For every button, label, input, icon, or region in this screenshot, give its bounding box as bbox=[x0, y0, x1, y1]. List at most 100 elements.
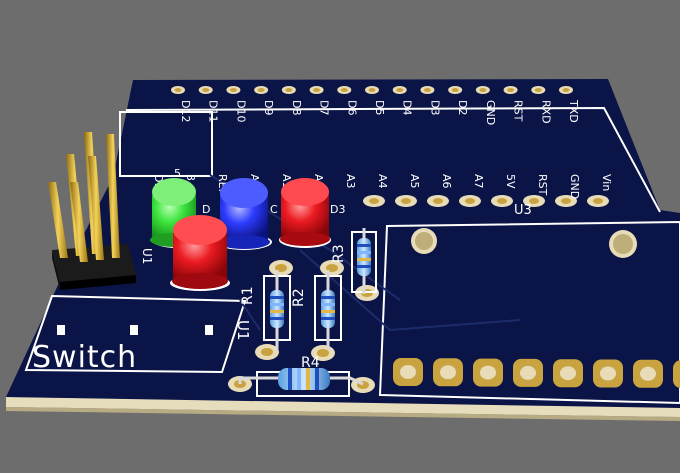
header-pad-hole bbox=[451, 88, 459, 92]
resistor-band bbox=[357, 265, 371, 268]
resistor-band bbox=[270, 317, 284, 320]
header-pad-hole bbox=[423, 88, 431, 92]
led-hidden-label-2: D bbox=[202, 203, 210, 216]
top-pin-label: RXD bbox=[539, 100, 552, 124]
resistor-band bbox=[270, 296, 284, 299]
u3-pad-hole bbox=[600, 366, 616, 381]
header-pad-hole bbox=[202, 88, 210, 92]
u3-pad-hole bbox=[520, 365, 536, 380]
top-header-labels: D12 D11 D10 D9 D8 D7 D6 D5 D4 D3 D2 GND RST RXD TXD bbox=[179, 99, 580, 125]
u3-pad-hole bbox=[480, 365, 496, 380]
led-red-left bbox=[172, 215, 228, 289]
header-pad-hole bbox=[497, 198, 507, 204]
top-pin-label: D12 bbox=[179, 100, 192, 122]
u3-pin-pads bbox=[393, 358, 680, 389]
top-pin-label: D5 bbox=[373, 100, 386, 115]
header-pad-hole bbox=[174, 88, 182, 92]
header-pad-hole bbox=[562, 88, 570, 92]
led-hidden-label-4: D3 bbox=[330, 203, 345, 216]
pcb-board bbox=[6, 79, 680, 408]
resistor-r3 bbox=[351, 228, 377, 294]
u1-label: U1 bbox=[140, 248, 154, 264]
u3-pad-hole bbox=[640, 366, 656, 381]
resistor-band bbox=[288, 368, 292, 390]
top-pin-label: D9 bbox=[262, 100, 275, 115]
u3-pad bbox=[673, 360, 680, 389]
mid-pin-label: A7 bbox=[472, 174, 485, 189]
header-pad-hole bbox=[561, 198, 571, 204]
header-pad-hole bbox=[401, 198, 411, 204]
header-pad-hole bbox=[313, 88, 321, 92]
header-pad-hole bbox=[396, 88, 404, 92]
top-pin-label: D8 bbox=[290, 100, 303, 115]
header-pad-hole bbox=[229, 88, 237, 92]
mid-pin-label: A6 bbox=[440, 174, 453, 189]
resistor-band bbox=[321, 310, 335, 313]
led-red-right bbox=[280, 178, 330, 246]
board-edge-shade bbox=[6, 407, 680, 421]
top-header-pads bbox=[171, 86, 573, 94]
u3-pad-hole bbox=[440, 365, 456, 380]
header-pin bbox=[88, 156, 104, 260]
top-pin-label: D10 bbox=[234, 100, 247, 122]
board-edge bbox=[6, 397, 680, 417]
mid-pin-label: A bbox=[248, 174, 261, 182]
header-pad-hole bbox=[593, 198, 603, 204]
top-pin-label: D4 bbox=[401, 100, 414, 115]
resistor-band bbox=[357, 244, 371, 247]
u3-pad-hole bbox=[560, 366, 576, 381]
top-pin-label: D6 bbox=[345, 100, 358, 115]
top-pin-label: D7 bbox=[318, 100, 331, 115]
u3-mount-hole-right-inner bbox=[613, 234, 633, 254]
mid-header-pads bbox=[363, 195, 609, 207]
top-pin-label: D3 bbox=[428, 100, 441, 115]
header-pad-hole bbox=[529, 198, 539, 204]
resistor-band bbox=[321, 296, 335, 299]
u3-pad-hole bbox=[400, 365, 416, 379]
header-pad-hole bbox=[368, 88, 376, 92]
led-hidden-label-1: 5 bbox=[174, 167, 181, 180]
resistor-r2 bbox=[314, 270, 342, 350]
resistor-band bbox=[297, 368, 301, 390]
silk-outline-top bbox=[125, 106, 661, 213]
mid-pin-label: Vin bbox=[600, 174, 613, 191]
mid-pin-label: A3 bbox=[344, 174, 357, 189]
r2-label: R2 bbox=[291, 288, 307, 307]
header-pad-hole bbox=[340, 88, 348, 92]
resistor-band bbox=[357, 251, 371, 254]
top-pin-label: GND bbox=[484, 100, 497, 125]
header-pin bbox=[70, 182, 88, 262]
resistor-r1 bbox=[263, 270, 291, 350]
u3-label: U3 bbox=[514, 203, 532, 218]
mid-pin-label: RST bbox=[536, 174, 549, 196]
r3-label: R3 bbox=[331, 244, 347, 263]
resistor-band bbox=[321, 317, 335, 320]
pin-header-6pin bbox=[48, 132, 136, 290]
header-pad-hole bbox=[465, 198, 475, 204]
header-pad-hole bbox=[507, 88, 515, 92]
led-hidden-label-3: C bbox=[270, 203, 278, 216]
mid-pin-label: GND bbox=[568, 174, 581, 199]
top-pin-label: D2 bbox=[456, 100, 469, 115]
u3-module-outline bbox=[378, 220, 680, 405]
header-pad-hole bbox=[433, 198, 443, 204]
mid-pin-label: A bbox=[312, 174, 325, 182]
u3-mount-hole-left-inner bbox=[415, 232, 433, 250]
switch-outline bbox=[24, 294, 247, 374]
u1-label-switch: U1 bbox=[234, 320, 252, 341]
header-pad-hole bbox=[534, 88, 542, 92]
top-pin-label: D11 bbox=[207, 100, 220, 122]
resistor-band bbox=[270, 303, 284, 306]
top-pin-label: RST bbox=[512, 100, 525, 122]
switch-pads bbox=[57, 325, 213, 335]
u1-footprint-outline bbox=[119, 111, 213, 177]
header-pin bbox=[106, 134, 120, 258]
switch-label: Switch bbox=[32, 340, 137, 375]
resistor-band bbox=[315, 368, 319, 390]
top-pin-label: TXD bbox=[567, 99, 580, 123]
r1-label: R1 bbox=[240, 286, 256, 305]
header-pin bbox=[48, 182, 68, 258]
resistor-band bbox=[321, 303, 335, 306]
